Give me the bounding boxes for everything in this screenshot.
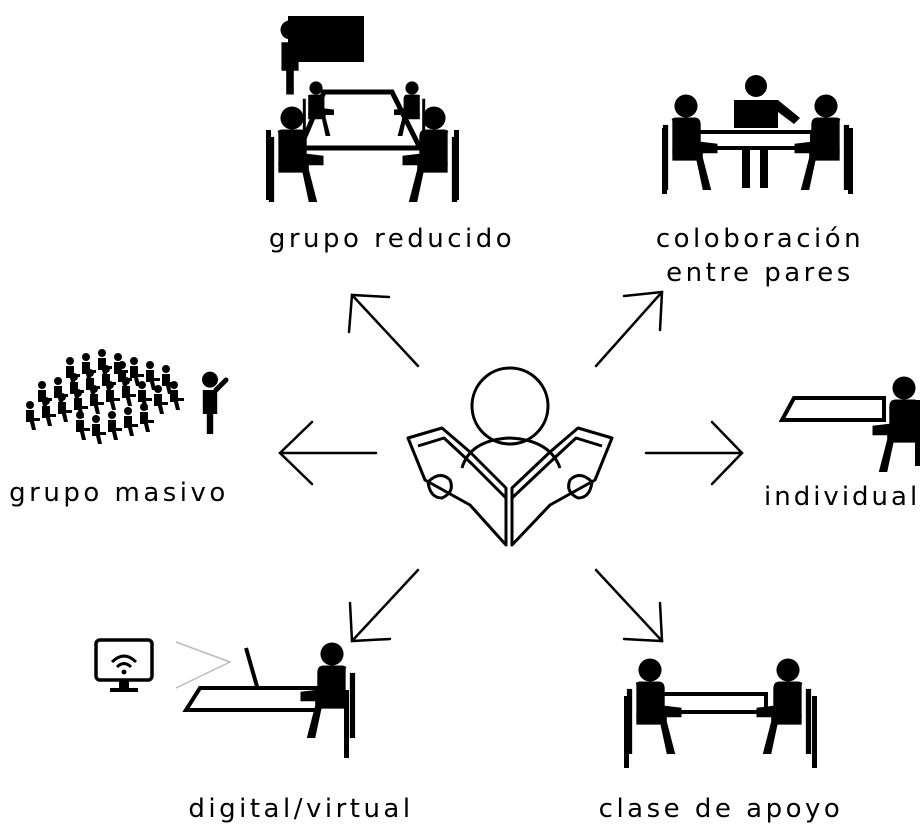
label-support-class: clase de apoyo xyxy=(598,794,844,824)
arrow-to-digital-virtual xyxy=(348,568,420,643)
arrow-to-massive-group xyxy=(278,420,378,486)
arrow-to-small-group xyxy=(347,293,420,368)
lecture-audience-icon xyxy=(26,349,229,444)
label-peer-collab: coloboración entre pares xyxy=(640,222,880,290)
arrow-to-support-class xyxy=(594,568,664,643)
small-group-table-icon xyxy=(266,16,459,202)
label-digital-virtual: digital/virtual xyxy=(188,794,414,824)
arrows xyxy=(278,290,744,643)
label-small-group: grupo reducido xyxy=(268,224,516,254)
arrow-to-individual xyxy=(644,420,744,486)
individual-desk-icon xyxy=(778,376,921,472)
arrow-to-peer-collab xyxy=(594,290,664,368)
label-peer-collab-line2: entre pares xyxy=(666,258,854,288)
reader-with-book-icon xyxy=(406,366,614,547)
remote-learning-desk-icon xyxy=(94,638,356,758)
label-peer-collab-line1: coloboración xyxy=(655,224,865,254)
peer-collaboration-icon xyxy=(662,75,853,194)
label-massive-group: grupo masivo xyxy=(9,478,229,508)
tutoring-table-icon xyxy=(624,658,817,768)
label-individual: individual xyxy=(764,482,921,512)
